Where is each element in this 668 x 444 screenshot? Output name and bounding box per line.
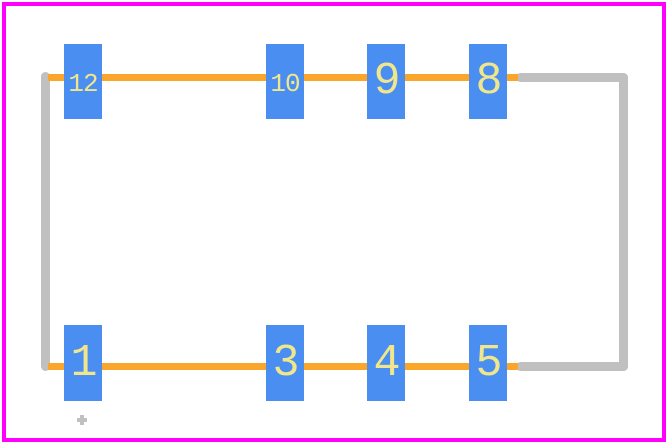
origin-cross-vertical — [80, 415, 84, 425]
pad-1: 1 — [64, 325, 102, 401]
silkscreen-right-top-line — [516, 73, 628, 82]
pad-3-number: 3 — [272, 337, 299, 389]
pad-12-number: 12 — [68, 69, 98, 99]
pad-10: 10 — [266, 44, 304, 119]
pad-4-number: 4 — [373, 337, 400, 389]
pad-5: 5 — [469, 325, 507, 401]
silkscreen-left-line — [41, 72, 50, 371]
origin-cross-icon — [77, 415, 87, 425]
pad-5-number: 5 — [475, 337, 502, 389]
pad-8: 8 — [469, 44, 507, 119]
pad-12: 12 — [64, 44, 102, 119]
silkscreen-right-bottom-line — [516, 362, 628, 371]
silkscreen-right-side-line — [619, 73, 628, 371]
pad-1-number: 1 — [70, 337, 97, 389]
pad-8-number: 8 — [475, 56, 502, 107]
pad-9-number: 9 — [373, 56, 400, 107]
pad-4: 4 — [367, 325, 405, 401]
pad-9: 9 — [367, 44, 405, 119]
pad-10-number: 10 — [270, 69, 300, 99]
pad-3: 3 — [266, 325, 304, 401]
